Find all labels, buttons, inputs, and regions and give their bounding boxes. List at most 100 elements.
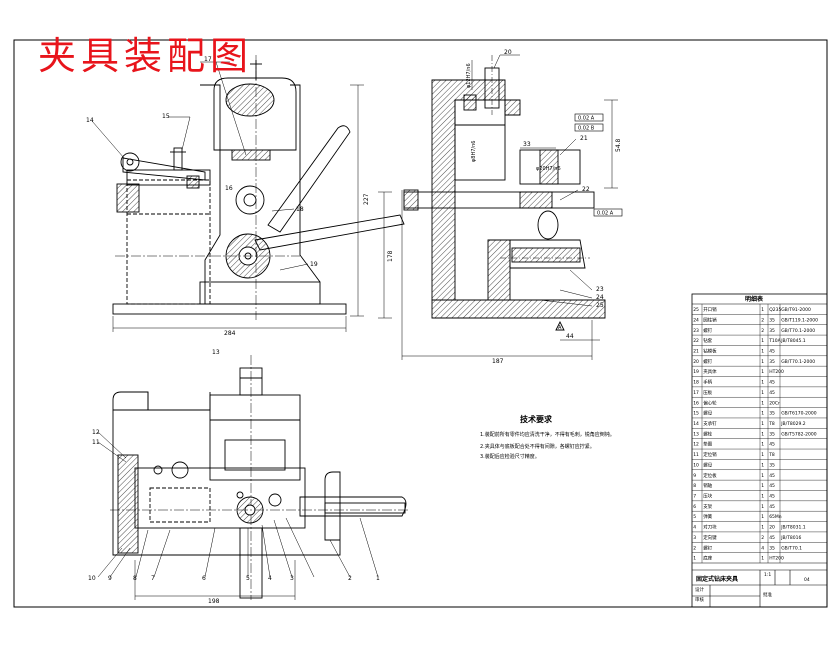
- parts-table-cell-name: 螺母: [703, 410, 712, 417]
- side-view: [378, 54, 623, 360]
- parts-table-cell-no: 3: [693, 535, 696, 541]
- part-label: 4: [268, 575, 272, 582]
- parts-table-cell-mat: HT200: [769, 556, 784, 562]
- parts-table-cell-mat: T8: [768, 421, 775, 427]
- parts-table-cell-no: 1: [693, 556, 696, 562]
- parts-table-cell-mat: 35: [769, 462, 775, 468]
- parts-table-cell-mat: 45: [769, 494, 775, 500]
- parts-table-cell-name: 定向键: [703, 534, 717, 541]
- parts-table-cell-name: 螺钉: [703, 544, 712, 551]
- parts-table-cell-qty: 1: [761, 473, 764, 479]
- parts-table-cell-mat: 35: [769, 317, 775, 323]
- parts-table-cell-no: 19: [693, 369, 699, 375]
- parts-table-cell-mat: 35: [769, 411, 775, 417]
- parts-table-cell-note: GB/T70.1-2000: [781, 359, 815, 365]
- parts-table-cell-name: 弹簧: [703, 513, 712, 520]
- part-label: 8: [133, 575, 137, 582]
- parts-table-cell-qty: 1: [761, 494, 764, 500]
- parts-table-cell-qty: 1: [761, 514, 764, 520]
- parts-table-cell-mat: 20: [769, 525, 775, 531]
- dimension-width: 198: [208, 598, 220, 605]
- parts-table-cell-qty: 1: [761, 525, 764, 531]
- part-label: 23: [596, 286, 604, 293]
- tolerance-frame: 0.02 A: [597, 211, 614, 217]
- dimension-offset: 44: [566, 333, 574, 340]
- parts-table-cell-note: JB/T8031.1: [780, 525, 806, 531]
- top-view: [97, 355, 410, 600]
- parts-table-cell-note: GB/T91-2000: [781, 307, 811, 313]
- parts-table-cell-qty: 1: [761, 411, 764, 417]
- part-label: 19: [310, 261, 318, 268]
- tech-requirements-heading: 技术要求: [520, 414, 553, 424]
- parts-table-cell-qty: 1: [761, 307, 764, 313]
- parts-table-cell-qty: 2: [761, 328, 764, 334]
- parts-table-cell-no: 7: [693, 494, 696, 500]
- title-block-title: 固定式钻床夹具: [696, 575, 738, 583]
- parts-table-cell-no: 23: [693, 328, 699, 334]
- parts-table-cell-no: 25: [693, 307, 699, 313]
- parts-table-cell-mat: 20Cr: [769, 400, 780, 406]
- title-block: [692, 562, 827, 607]
- parts-table-cell-mat: 65Mn: [769, 514, 782, 520]
- part-label: 16: [225, 185, 233, 192]
- dimension-width: 187: [492, 358, 504, 365]
- parts-table-cell-no: 5: [693, 514, 696, 520]
- parts-table-cell-note: GB/T6170-2000: [781, 411, 817, 417]
- parts-table-cell-name: 夹具体: [703, 368, 717, 375]
- part-label: 18: [296, 206, 304, 213]
- part-label: 20: [504, 49, 512, 56]
- dimension-right-height: 54.8: [615, 138, 622, 152]
- part-label: 25: [596, 302, 604, 309]
- parts-table-cell-qty: 1: [761, 442, 764, 448]
- parts-table-cell-name: 定位板: [703, 472, 717, 479]
- part-label: 2: [348, 575, 352, 582]
- parts-table-cell-mat: 45: [769, 442, 775, 448]
- parts-table-cell-name: 螺母: [703, 461, 712, 468]
- parts-table-cell-mat: 35: [769, 431, 775, 437]
- parts-table-cell-qty: 4: [761, 545, 764, 551]
- parts-table-cell-name: 压块: [703, 493, 712, 500]
- parts-table-cell-name: 底座: [703, 555, 712, 562]
- parts-table-cell-no: 8: [693, 483, 696, 489]
- title-block-role: 审核: [695, 596, 704, 603]
- parts-table-cell-mat: 45: [769, 390, 775, 396]
- parts-table-cell-qty: 2: [761, 535, 764, 541]
- dimension-height: 178: [387, 250, 394, 262]
- part-label: 15: [162, 113, 170, 120]
- tech-requirement-item: 1.装配前所有零件均应清洗干净，不得有毛刺，锐角应倒钝。: [480, 431, 615, 438]
- part-label: 5: [246, 575, 250, 582]
- dimension-height: 227: [363, 193, 370, 205]
- parts-table-cell-name: 螺钉: [703, 358, 712, 365]
- parts-table-cell-no: 20: [693, 359, 699, 365]
- parts-table-cell-no: 2: [693, 545, 696, 551]
- tech-requirement-item: 3.装配后应检验尺寸精度。: [480, 453, 540, 460]
- parts-table-cell-note: GB/T5782-2000: [781, 431, 817, 437]
- parts-table-cell-no: 18: [693, 380, 699, 386]
- part-label: 1: [376, 575, 380, 582]
- side-view-labels: 20 21 22 23 24 25 187 178 44 54.8 33 φ12…: [387, 49, 622, 365]
- part-label: 14: [86, 117, 94, 124]
- parts-table-row: 5 弹簧 1 65Mn: [693, 513, 782, 520]
- parts-table-cell-mat: 35: [769, 359, 775, 365]
- parts-table-cell-mat: 45: [769, 535, 775, 541]
- parts-table-cell-no: 4: [693, 525, 696, 531]
- parts-table-row: 7 压块 1 45: [693, 493, 775, 500]
- parts-table-cell-name: 对刀块: [703, 524, 717, 531]
- parts-table-cell-name: 销轴: [703, 482, 712, 489]
